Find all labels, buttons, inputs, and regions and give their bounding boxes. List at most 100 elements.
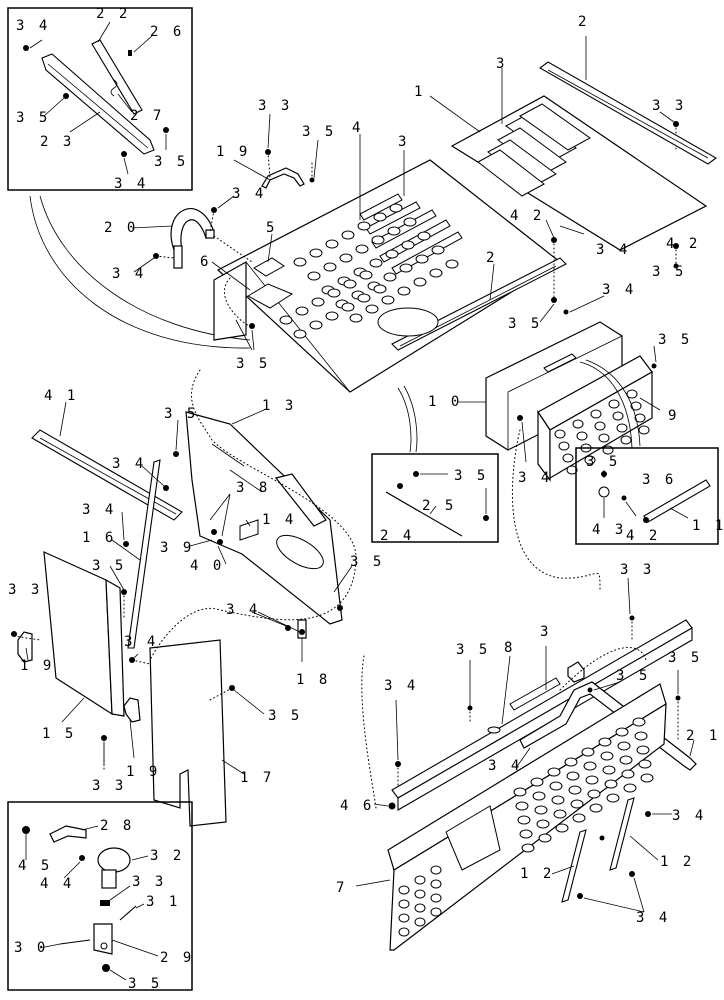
- label-33: 3 3: [620, 562, 654, 578]
- part-12-strip-right: [609, 797, 635, 871]
- label-34: 3 4: [232, 186, 266, 202]
- part-13-side-panel: [185, 411, 343, 625]
- label-29: 2 9: [160, 950, 194, 966]
- label-42: 4 2: [666, 236, 700, 252]
- label-44: 4 4: [40, 876, 74, 892]
- label-19: 1 9: [20, 658, 54, 674]
- label-6: 6: [200, 254, 211, 270]
- label-12: 1 2: [660, 854, 694, 870]
- label-34: 3 4: [114, 176, 148, 192]
- label-4: 4: [352, 120, 363, 136]
- label-17: 1 7: [240, 770, 274, 786]
- label-27: 2 7: [130, 108, 164, 124]
- label-20: 2 0: [104, 220, 138, 236]
- label-34: 3 4: [226, 602, 260, 618]
- label-35: 3 5: [16, 110, 50, 126]
- label-19: 1 9: [126, 764, 160, 780]
- label-42: 4 2: [510, 208, 544, 224]
- label-21: 2 1: [686, 728, 720, 744]
- label-24: 2 4: [380, 528, 414, 544]
- rear-panel-slots: [477, 103, 591, 197]
- label-5: 5: [266, 220, 277, 236]
- label-40: 4 0: [190, 558, 224, 574]
- label-2: 2: [486, 250, 497, 266]
- label-35: 3 5: [456, 642, 490, 658]
- label-26: 2 6: [150, 24, 184, 40]
- part-8-frame: [391, 619, 693, 811]
- part-17-side-panel: [149, 639, 227, 827]
- label-33: 3 3: [258, 98, 292, 114]
- inset-lead-curve: [29, 195, 251, 349]
- label-34: 3 4: [602, 282, 636, 298]
- label-1: 1: [414, 84, 425, 100]
- label-35: 3 5: [164, 406, 198, 422]
- vent-slots: [359, 193, 463, 275]
- label-34: 3 4: [596, 242, 630, 258]
- label-35: 3 5: [268, 708, 302, 724]
- label-34: 3 4: [112, 266, 146, 282]
- label-35: 3 5: [508, 316, 542, 332]
- inset-gas-strut: [371, 453, 499, 543]
- label-33: 3 3: [92, 778, 126, 794]
- label-35: 3 5: [652, 264, 686, 280]
- label-35: 3 5: [128, 976, 162, 992]
- label-34: 3 4: [488, 758, 522, 774]
- label-32: 3 2: [150, 848, 184, 864]
- part-7-perforated-panel: [387, 683, 667, 951]
- label-22: 2 2: [96, 6, 130, 22]
- label-35: 3 5: [302, 124, 336, 140]
- inset-bracket-detail: [7, 7, 193, 191]
- label-38: 3 8: [236, 480, 270, 496]
- label-34: 3 4: [82, 502, 116, 518]
- label-19: 1 9: [216, 144, 250, 160]
- label-35: 3 5: [454, 468, 488, 484]
- part-14-decal: [239, 519, 259, 541]
- label-45: 4 5: [18, 858, 52, 874]
- label-8: 8: [504, 640, 515, 656]
- label-7: 7: [336, 880, 347, 896]
- hood-holes: [279, 203, 459, 339]
- label-34: 3 4: [636, 910, 670, 926]
- part-16-strut: [127, 459, 161, 649]
- label-35: 3 5: [236, 356, 270, 372]
- label-34: 3 4: [672, 808, 706, 824]
- label-35: 3 5: [658, 332, 692, 348]
- label-35: 3 5: [350, 554, 384, 570]
- label-35: 3 5: [616, 668, 650, 684]
- part-6-plate: [246, 283, 294, 309]
- label-18: 1 8: [296, 672, 330, 688]
- label-33: 3 3: [8, 582, 42, 598]
- callout-labels: 3 4 2 2 2 6 2 7 3 5 2 3 3 5 3 4 3 3 3 5 …: [8, 6, 723, 992]
- label-25: 2 5: [422, 498, 456, 514]
- label-43: 4 3: [592, 522, 626, 538]
- label-34: 3 4: [112, 456, 146, 472]
- label-41: 4 1: [44, 388, 78, 404]
- label-33: 3 3: [652, 98, 686, 114]
- part-20-loop-handle: [170, 208, 215, 251]
- panel-7-holes: [398, 717, 654, 937]
- part-4-top-panel: [213, 159, 567, 393]
- label-46: 4 6: [340, 798, 374, 814]
- label-9: 9: [668, 408, 679, 424]
- label-10: 1 0: [428, 394, 462, 410]
- label-23: 2 3: [40, 134, 74, 150]
- label-42: 4 2: [626, 528, 660, 544]
- part-5-decal: [253, 257, 285, 277]
- label-34: 3 4: [518, 470, 552, 486]
- label-34: 3 4: [124, 634, 158, 650]
- part-1-rear-panel: [450, 61, 717, 251]
- inset-latch-detail: [7, 801, 193, 991]
- label-39: 3 9: [160, 540, 194, 556]
- part-19-handle-left: [17, 631, 33, 663]
- label-14: 1 4: [262, 512, 296, 528]
- part-latch: [567, 661, 585, 683]
- label-3: 3: [496, 56, 507, 72]
- part-19-handle-top: [261, 167, 305, 189]
- label-12: 1 2: [520, 866, 554, 882]
- label-35: 3 5: [154, 154, 188, 170]
- leader-lines: [25, 36, 695, 913]
- part-21-handle-bar: [519, 681, 697, 771]
- label-3: 3: [398, 134, 409, 150]
- part-22-tube: [91, 39, 143, 115]
